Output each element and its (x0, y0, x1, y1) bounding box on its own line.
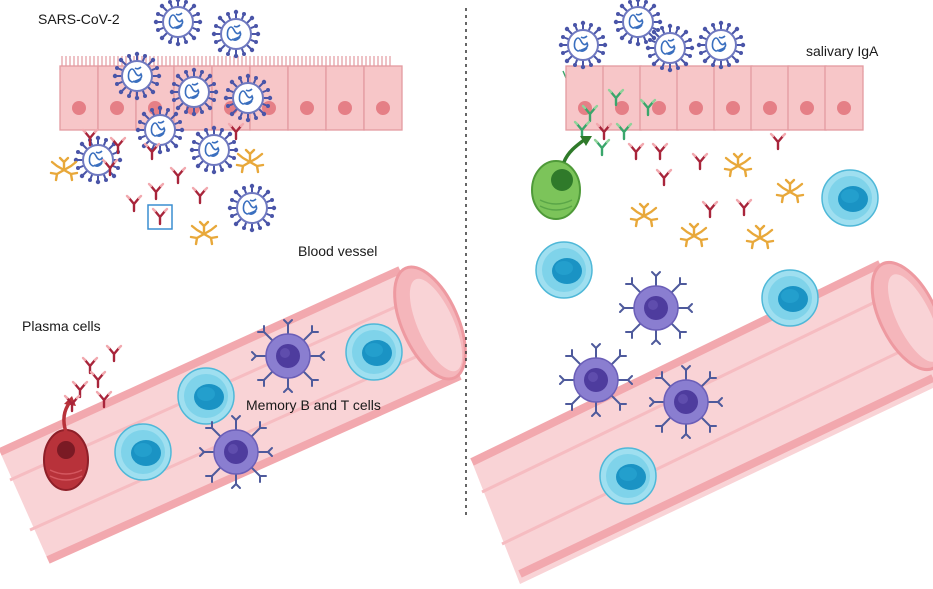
virus-icon (557, 0, 747, 74)
salivary-iga-label: salivary IgA (806, 43, 879, 59)
memory-cells-label: Memory B and T cells (246, 397, 381, 413)
epithelium-right (562, 65, 864, 131)
plasma-cells-label: Plasma cells (22, 318, 101, 334)
blood-vessel-label: Blood vessel (298, 243, 377, 259)
plasma-cell-icon (531, 136, 592, 220)
highlight-box (147, 204, 173, 230)
antibody-icon (627, 132, 787, 219)
right-panel: salivary IgA (470, 0, 933, 584)
plasma-cell-icon (43, 396, 89, 491)
left-panel: SARS-CoV-2 Blood vessel Plasma cells Mem… (0, 0, 467, 564)
virus-label: SARS-CoV-2 (38, 11, 120, 27)
epithelium-left (59, 56, 403, 131)
